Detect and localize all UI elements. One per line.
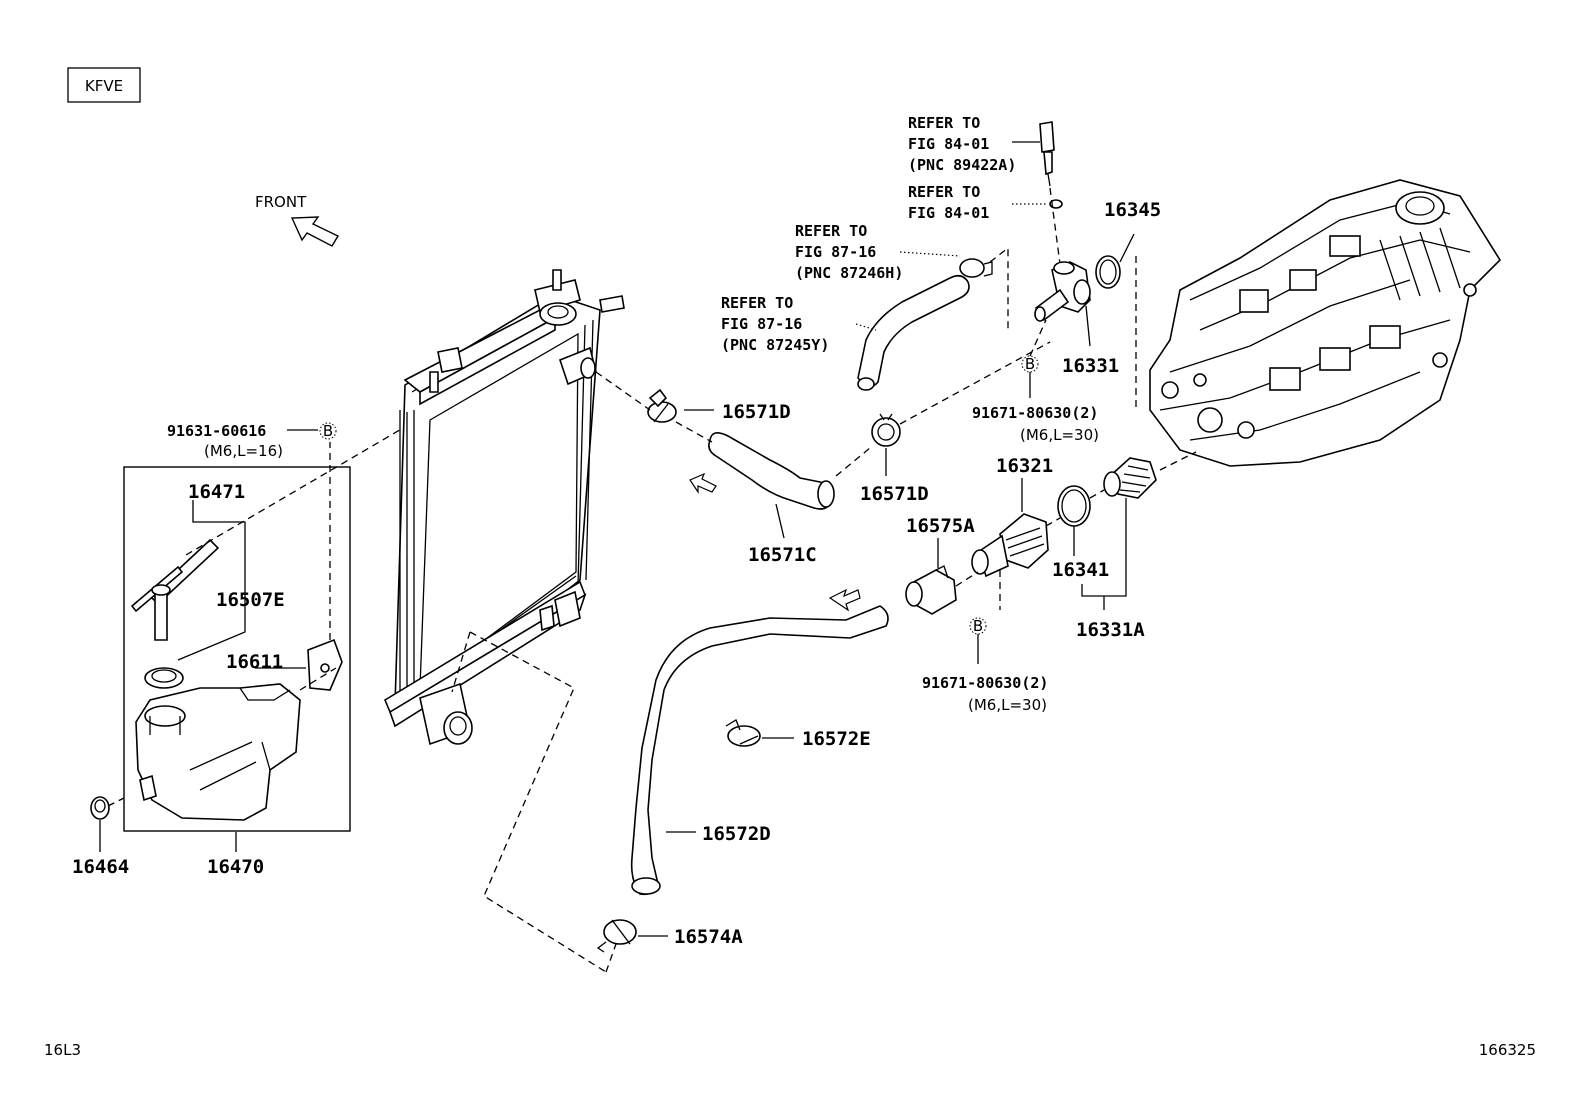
- gasket-16345-drawing: [1095, 255, 1121, 289]
- part-16470: 16470: [207, 856, 264, 878]
- bolt-upper-pn: 91671-80630(2): [972, 404, 1098, 422]
- ref-hose-lower-line1: REFER TO: [721, 294, 793, 312]
- clamp-16572e-drawing: [725, 719, 761, 747]
- illustration-number: 166325: [1479, 1041, 1536, 1059]
- tank-bolt-callout: B 91631-60616 (M6,L=16): [167, 422, 337, 460]
- engine-code-box: KFVE: [67, 67, 141, 103]
- reservoir-group-box: [123, 466, 351, 832]
- part-16571d-top: 16571D: [722, 401, 791, 423]
- diagram-id: 16L3: [44, 1041, 81, 1059]
- ref-hose-upper-line2: FIG 87-16: [795, 243, 876, 261]
- cap-gasket-drawing: [144, 667, 184, 689]
- bolt-lower-spec: (M6,L=30): [968, 696, 1047, 714]
- part-16331a: 16331A: [1076, 619, 1145, 641]
- bolt-marker-lower: B: [973, 617, 983, 635]
- cylinder-head-drawing: [1149, 179, 1502, 467]
- front-arrow: FRONT: [255, 193, 339, 247]
- upper-bolt-callout: B 91671-80630(2) (M6,L=30): [972, 319, 1099, 444]
- reservoir-group: [90, 423, 411, 852]
- thermostat-group: 16341 16331A 16321 16575A: [905, 451, 1197, 641]
- ref-sensor-line3: (PNC 89422A): [908, 156, 1016, 174]
- hose-clip-drawing: [959, 258, 993, 278]
- lower-hose-group: 16572D 16572E 16574A: [451, 588, 889, 973]
- upper-hose-16571c-drawing: [708, 432, 835, 510]
- part-16471: 16471: [188, 481, 245, 503]
- front-label: FRONT: [255, 193, 307, 211]
- lower-hose-16572d-drawing: [630, 605, 889, 896]
- clamp-16571d-top-drawing: [647, 388, 677, 423]
- ref-sensor-line2: FIG 84-01: [908, 135, 989, 153]
- ref-hose-lower-line3: (PNC 87245Y): [721, 336, 829, 354]
- front-arrow-icon: [290, 216, 339, 247]
- overflow-pipe-drawing: [130, 538, 220, 641]
- cap-16464-drawing: [90, 796, 110, 820]
- part-16575a: 16575A: [906, 515, 975, 537]
- heater-hose-drawing: [857, 274, 970, 387]
- bolt-marker-upper: B: [1025, 355, 1035, 373]
- clamp-16574a-drawing: [596, 919, 637, 953]
- part-16611: 16611: [226, 651, 283, 673]
- water-inlet-16321-drawing: [971, 513, 1049, 578]
- part-16341: 16341: [1052, 559, 1109, 581]
- bolt-lower-pn: 91671-80630(2): [922, 674, 1048, 692]
- thermostat-16331a-drawing: [1103, 457, 1157, 499]
- radiator-drawing: [383, 269, 625, 746]
- part-16321: 16321: [996, 455, 1053, 477]
- part-16464: 16464: [72, 856, 129, 878]
- flow-arrow-upper-icon: [689, 472, 717, 494]
- upper-hose-group: 16571D 16571C 16571D: [595, 341, 1051, 566]
- part-16571d-bottom: 16571D: [860, 483, 929, 505]
- part-16572d: 16572D: [702, 823, 771, 845]
- ref-gasket-line2: FIG 84-01: [908, 204, 989, 222]
- lower-bolt-callout: B 91671-80630(2) (M6,L=30): [922, 617, 1048, 714]
- reservoir-labels: 16471 16507E 16611 16464 16470: [72, 481, 285, 878]
- bolt-tank-spec: (M6,L=16): [204, 442, 283, 460]
- ref-sensor-line1: REFER TO: [908, 114, 980, 132]
- heater-hose-group: REFER TO FIG 87-16 (PNC 87246H) REFER TO…: [721, 222, 1009, 391]
- part-16571c: 16571C: [748, 544, 817, 566]
- ref-hose-lower-line2: FIG 87-16: [721, 315, 802, 333]
- reservoir-tank-drawing: [135, 683, 301, 821]
- bolt-tank-pn: 91631-60616: [167, 422, 266, 440]
- engine-code: KFVE: [85, 77, 123, 95]
- water-outlet-16331-drawing: [1034, 261, 1091, 322]
- flow-arrow-lower-icon: [828, 588, 861, 612]
- ref-hose-upper-line3: (PNC 87246H): [795, 264, 903, 282]
- clamp-16571d-bottom-drawing: [871, 413, 901, 447]
- gasket-16341-drawing: [1057, 485, 1091, 527]
- bolt-marker-tank: B: [323, 422, 333, 440]
- part-16345: 16345: [1104, 199, 1161, 221]
- sensor-drawing: [1039, 121, 1055, 187]
- ref-gasket-line1: REFER TO: [908, 183, 980, 201]
- ref-hose-upper-line1: REFER TO: [795, 222, 867, 240]
- part-16574a: 16574A: [674, 926, 743, 948]
- bolt-upper-spec: (M6,L=30): [1020, 426, 1099, 444]
- water-outlet-group: REFER TO FIG 84-01 (PNC 89422A) REFER TO…: [908, 114, 1161, 412]
- clamp-16575a-drawing: [905, 565, 957, 615]
- part-16572e: 16572E: [802, 728, 871, 750]
- part-16331: 16331: [1062, 355, 1119, 377]
- part-16507e: 16507E: [216, 589, 285, 611]
